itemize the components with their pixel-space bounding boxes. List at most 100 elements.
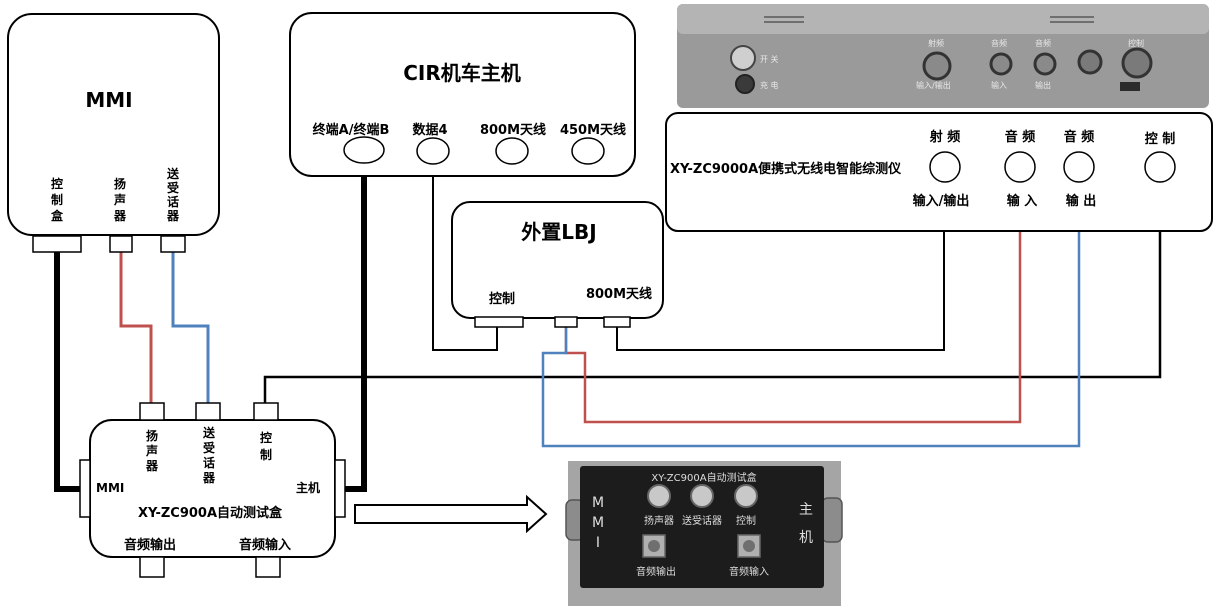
box-photo-label-handset: 送受话器 xyxy=(682,514,722,527)
svg-text:充 电: 充 电 xyxy=(760,80,779,90)
lbj-unit: 外置LBJ 控制 800M天线 xyxy=(451,201,664,328)
tester-photo-control-port-2[interactable] xyxy=(1121,47,1153,79)
cir-title: CIR机车主机 xyxy=(403,61,521,85)
wire-lbj-to-tester-audio-out xyxy=(541,182,1081,448)
testbox-connector-mmi[interactable] xyxy=(79,459,91,518)
box-photo-speaker-port[interactable] xyxy=(647,484,671,508)
tester-label-audio-2: 音 频 xyxy=(1064,129,1095,145)
cir-unit: CIR机车主机 终端A/终端B 数据4 800M天线 450M天线 xyxy=(289,12,636,177)
cir-connector-terminal[interactable] xyxy=(343,136,385,164)
wire-tester-control-to-box-control xyxy=(263,182,1162,403)
testbox-port-label-speaker: 扬声器 xyxy=(145,428,159,473)
cir-connector-450m[interactable] xyxy=(571,137,605,165)
tester-connector-rf[interactable] xyxy=(929,151,961,183)
tester-photo-audio-out-port[interactable] xyxy=(1033,52,1057,76)
tester-photo-switch-knob[interactable] xyxy=(730,45,756,71)
tester-title: XY-ZC9000A便携式无线电智能综测仪 xyxy=(670,161,902,177)
wires xyxy=(54,160,1162,492)
tester-photo-control-port-1[interactable] xyxy=(1077,49,1103,75)
tester-photo-audio-in-port[interactable] xyxy=(989,52,1013,76)
svg-text:开 关: 开 关 xyxy=(760,54,779,64)
box-photo-label-control: 控制 xyxy=(736,514,756,527)
tester-photo-top-edge xyxy=(677,4,1209,34)
cir-port-label-450m: 450M天线 xyxy=(560,122,626,138)
lbj-port-label-800m: 800M天线 xyxy=(586,286,652,302)
tester-connector-control[interactable] xyxy=(1144,151,1176,183)
box-photo-side-host: 主机 xyxy=(799,502,813,546)
svg-text:输入: 输入 xyxy=(991,80,1007,90)
lbj-connector-control[interactable] xyxy=(474,316,524,328)
box-photo-label-audio-out: 音频输出 xyxy=(636,565,676,578)
testbox-port-label-mmi: MMI xyxy=(96,481,124,495)
svg-text:音频: 音频 xyxy=(1035,38,1051,48)
cir-connector-data4[interactable] xyxy=(416,137,450,165)
mmi-box xyxy=(7,13,220,236)
mmi-port-label-speaker: 扬声器 xyxy=(113,176,127,223)
lbj-port-label-control: 控制 xyxy=(489,291,515,307)
tester-photo-labels: 开 关 充 电 射频 输入/输出 音频 音频 输入 输出 控制 xyxy=(760,38,1144,90)
cir-port-label-data4: 数据4 xyxy=(412,122,447,138)
mmi-title: MMI xyxy=(85,88,132,112)
testbox-label-audio-in: 音频输入 xyxy=(239,537,291,553)
testbox-port-label-host: 主机 xyxy=(296,480,320,495)
mmi-port-label-handset: 送受话器 xyxy=(166,166,180,223)
testbox-connector-control[interactable] xyxy=(253,402,279,421)
wire-mmi-handset-to-box-handset xyxy=(171,252,210,403)
testbox-connector-audio-in[interactable] xyxy=(255,556,281,578)
lbj-title: 外置LBJ xyxy=(521,220,596,244)
tester-photo-vent-grilles xyxy=(764,16,1094,23)
cir-connector-800m[interactable] xyxy=(495,137,529,165)
testbox-port-label-handset: 送受话器 xyxy=(202,425,216,485)
tester-photo-connectors xyxy=(730,45,1153,94)
svg-text:输入/输出: 输入/输出 xyxy=(916,80,951,90)
lbj-connector-middle[interactable] xyxy=(554,316,578,328)
tester-photo-charge-port[interactable] xyxy=(735,74,755,94)
tester-label-out: 输 出 xyxy=(1066,193,1097,209)
testbox-connector-host[interactable] xyxy=(334,459,346,518)
tester-connector-audio-in[interactable] xyxy=(1004,151,1036,183)
box-photo-label-audio-in: 音频输入 xyxy=(729,565,769,578)
tester-label-in: 输 入 xyxy=(1007,193,1038,209)
wire-cir-data4-to-lbj-control xyxy=(432,164,498,351)
mmi-connector-handset[interactable] xyxy=(160,235,186,253)
testbox-connector-handset[interactable] xyxy=(195,402,221,421)
cir-box xyxy=(289,12,636,177)
testbox-title: XY-ZC900A自动测试盒 xyxy=(138,505,283,521)
tester-photo-usb-port[interactable] xyxy=(1120,82,1140,91)
testbox-unit: 扬声器 送受话器 控制 MMI 主机 XY-ZC900A自动测试盒 音频输出 音… xyxy=(79,402,346,578)
wire-cir-terminal-to-box-host xyxy=(343,160,367,492)
svg-text:输出: 输出 xyxy=(1035,80,1051,90)
box-photo-control-port[interactable] xyxy=(734,484,758,508)
svg-text:射频: 射频 xyxy=(928,38,944,48)
tester-label-audio-1: 音 频 xyxy=(1005,129,1036,145)
tester-label-rf: 射 频 xyxy=(929,129,961,145)
tester-label-rf-io: 输入/输出 xyxy=(913,193,970,209)
tester-label-control: 控 制 xyxy=(1145,131,1176,147)
cir-port-label-800m: 800M天线 xyxy=(480,122,546,138)
box-photo-handset-port[interactable] xyxy=(690,484,714,508)
box-photo-label-speaker: 扬声器 xyxy=(644,514,674,527)
mmi-connector-speaker[interactable] xyxy=(109,235,133,253)
svg-text:控制: 控制 xyxy=(1128,38,1144,48)
tester-photo-rf-port[interactable] xyxy=(922,51,952,81)
cir-port-label-terminal: 终端A/终端B xyxy=(313,122,390,138)
testbox-connector-audio-out[interactable] xyxy=(139,556,165,578)
testbox-label-audio-out: 音频输出 xyxy=(124,537,176,553)
tester-connector-audio-out[interactable] xyxy=(1063,151,1095,183)
tester-unit: XY-ZC9000A便携式无线电智能综测仪 射 频 音 频 音 频 控 制 输入… xyxy=(665,112,1213,232)
tester-photo: 开 关 充 电 射频 输入/输出 音频 音频 输入 输出 控制 xyxy=(677,4,1209,108)
testbox-port-label-control: 控制 xyxy=(260,430,272,462)
mmi-unit: MMI 控制盒 扬声器 送受话器 xyxy=(7,13,220,253)
box-photo-body xyxy=(580,466,824,588)
box-photo-side-connector-right xyxy=(821,497,843,543)
mmi-connector-control[interactable] xyxy=(32,235,82,253)
testbox-connector-speaker[interactable] xyxy=(139,402,165,421)
wire-lbj-800m-to-tester-rf xyxy=(616,182,945,351)
wire-mmi-speaker-to-box-speaker xyxy=(119,252,153,403)
arrow-to-photo xyxy=(354,494,548,534)
lbj-connector-800m[interactable] xyxy=(603,316,631,328)
